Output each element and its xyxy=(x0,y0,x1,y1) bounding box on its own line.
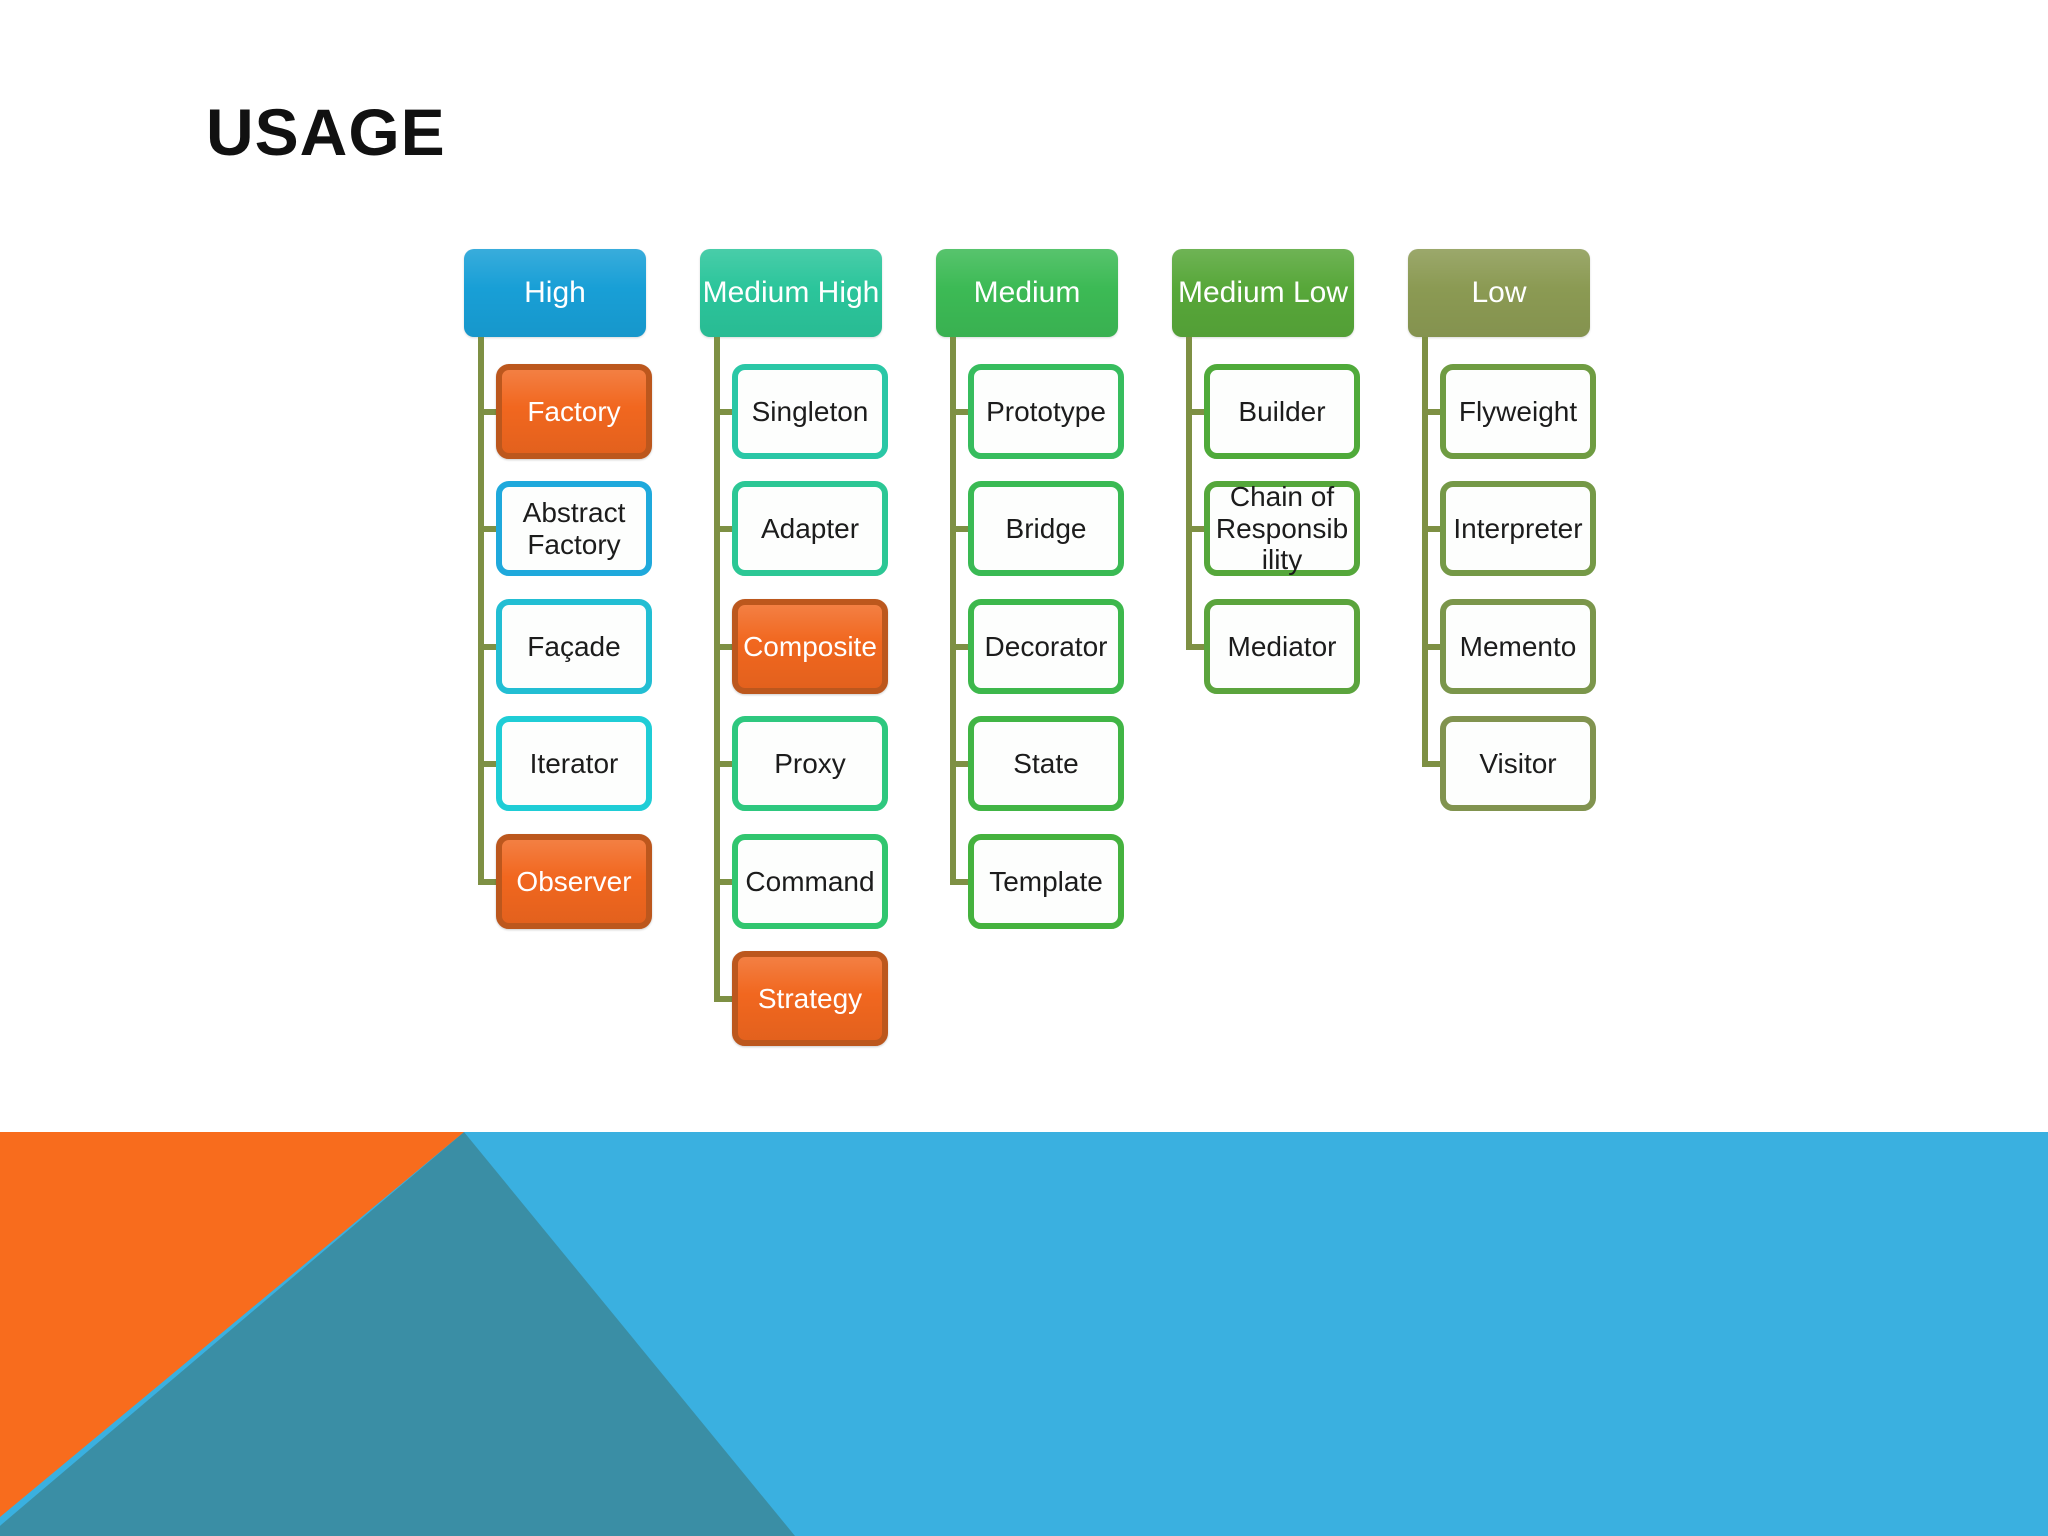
pattern-box-abstract-factory: Abstract Factory xyxy=(496,481,652,576)
connector-stub xyxy=(478,760,498,767)
pattern-box-prototype: Prototype xyxy=(968,364,1124,459)
connector-line xyxy=(950,337,956,882)
pattern-box-fa-ade: Façade xyxy=(496,599,652,694)
column-header-low: Low xyxy=(1408,249,1590,337)
connector-stub xyxy=(950,643,970,650)
connector-stub xyxy=(950,525,970,532)
pattern-box-decorator: Decorator xyxy=(968,599,1124,694)
pattern-box-interpreter: Interpreter xyxy=(1440,481,1596,576)
pattern-box-label: Factory xyxy=(527,395,621,427)
connector-stub xyxy=(1422,525,1442,532)
pattern-box-label: Abstract Factory xyxy=(522,497,626,560)
pattern-box-strategy: Strategy xyxy=(732,951,888,1046)
pattern-box-label: Interpreter xyxy=(1453,512,1583,544)
slide-title: USAGE xyxy=(206,95,446,169)
connector-stub xyxy=(478,525,498,532)
connector-line xyxy=(478,337,484,882)
pattern-box-label: Bridge xyxy=(1005,512,1087,544)
connector-stub xyxy=(478,878,498,885)
bottom-decoration xyxy=(0,1132,2048,1536)
pattern-box-builder: Builder xyxy=(1204,364,1360,459)
column-header-high: High xyxy=(464,249,646,337)
connector-stub xyxy=(950,878,970,885)
pattern-box-template: Template xyxy=(968,834,1124,929)
pattern-box-mediator: Mediator xyxy=(1204,599,1360,694)
pattern-box-label: State xyxy=(1013,747,1079,779)
pattern-box-command: Command xyxy=(732,834,888,929)
pattern-box-memento: Memento xyxy=(1440,599,1596,694)
pattern-box-label: Decorator xyxy=(984,630,1108,662)
pattern-box-factory: Factory xyxy=(496,364,652,459)
pattern-box-label: Iterator xyxy=(529,747,619,779)
decoration-orange-triangle xyxy=(0,1132,464,1517)
pattern-box-label: Adapter xyxy=(760,512,860,544)
column-header-label: High xyxy=(524,276,586,310)
connector-stub xyxy=(478,643,498,650)
column-header-medium: Medium xyxy=(936,249,1118,337)
pattern-box-label: Command xyxy=(745,865,875,897)
column-header-medium-high: Medium High xyxy=(700,249,882,337)
connector-line xyxy=(1186,337,1192,647)
pattern-box-label: Strategy xyxy=(757,982,863,1014)
connector-line xyxy=(1422,337,1428,764)
connector-stub xyxy=(1186,525,1206,532)
pattern-box-chain-of-responsibility: Chain of Responsibility xyxy=(1204,481,1360,576)
connector-stub xyxy=(1186,643,1206,650)
connector-stub xyxy=(714,643,734,650)
pattern-box-label: Proxy xyxy=(774,747,846,779)
connector-line xyxy=(714,337,720,999)
pattern-box-label: Mediator xyxy=(1227,630,1337,662)
connector-stub xyxy=(1422,643,1442,650)
connector-stub xyxy=(1186,408,1206,415)
pattern-box-iterator: Iterator xyxy=(496,716,652,811)
pattern-box-label: Façade xyxy=(527,630,621,662)
pattern-box-label: Prototype xyxy=(986,395,1106,427)
pattern-box-label: Memento xyxy=(1459,630,1577,662)
pattern-box-label: Visitor xyxy=(1479,747,1557,779)
decoration-teal-triangle xyxy=(0,1132,795,1536)
pattern-box-adapter: Adapter xyxy=(732,481,888,576)
connector-stub xyxy=(714,408,734,415)
pattern-box-composite: Composite xyxy=(732,599,888,694)
pattern-box-proxy: Proxy xyxy=(732,716,888,811)
pattern-box-label: Composite xyxy=(743,630,877,662)
pattern-box-flyweight: Flyweight xyxy=(1440,364,1596,459)
pattern-box-singleton: Singleton xyxy=(732,364,888,459)
pattern-box-label: Flyweight xyxy=(1458,395,1578,427)
connector-stub xyxy=(714,525,734,532)
pattern-box-label: Singleton xyxy=(751,395,869,427)
pattern-box-bridge: Bridge xyxy=(968,481,1124,576)
connector-stub xyxy=(714,760,734,767)
pattern-box-observer: Observer xyxy=(496,834,652,929)
pattern-box-state: State xyxy=(968,716,1124,811)
column-header-label: Medium High xyxy=(702,276,880,310)
pattern-box-label: Builder xyxy=(1238,395,1326,427)
pattern-box-label: Template xyxy=(989,865,1103,897)
connector-stub xyxy=(950,408,970,415)
pattern-box-label: Observer xyxy=(516,865,632,897)
connector-stub xyxy=(1422,408,1442,415)
connector-stub xyxy=(1422,760,1442,767)
pattern-box-label: Chain of Responsibility xyxy=(1215,481,1349,576)
pattern-box-visitor: Visitor xyxy=(1440,716,1596,811)
column-header-medium-low: Medium Low xyxy=(1172,249,1354,337)
connector-stub xyxy=(714,995,734,1002)
column-header-label: Low xyxy=(1471,276,1527,310)
connector-stub xyxy=(714,878,734,885)
connector-stub xyxy=(478,408,498,415)
connector-stub xyxy=(950,760,970,767)
column-header-label: Medium xyxy=(973,276,1081,310)
column-header-label: Medium Low xyxy=(1177,276,1349,310)
